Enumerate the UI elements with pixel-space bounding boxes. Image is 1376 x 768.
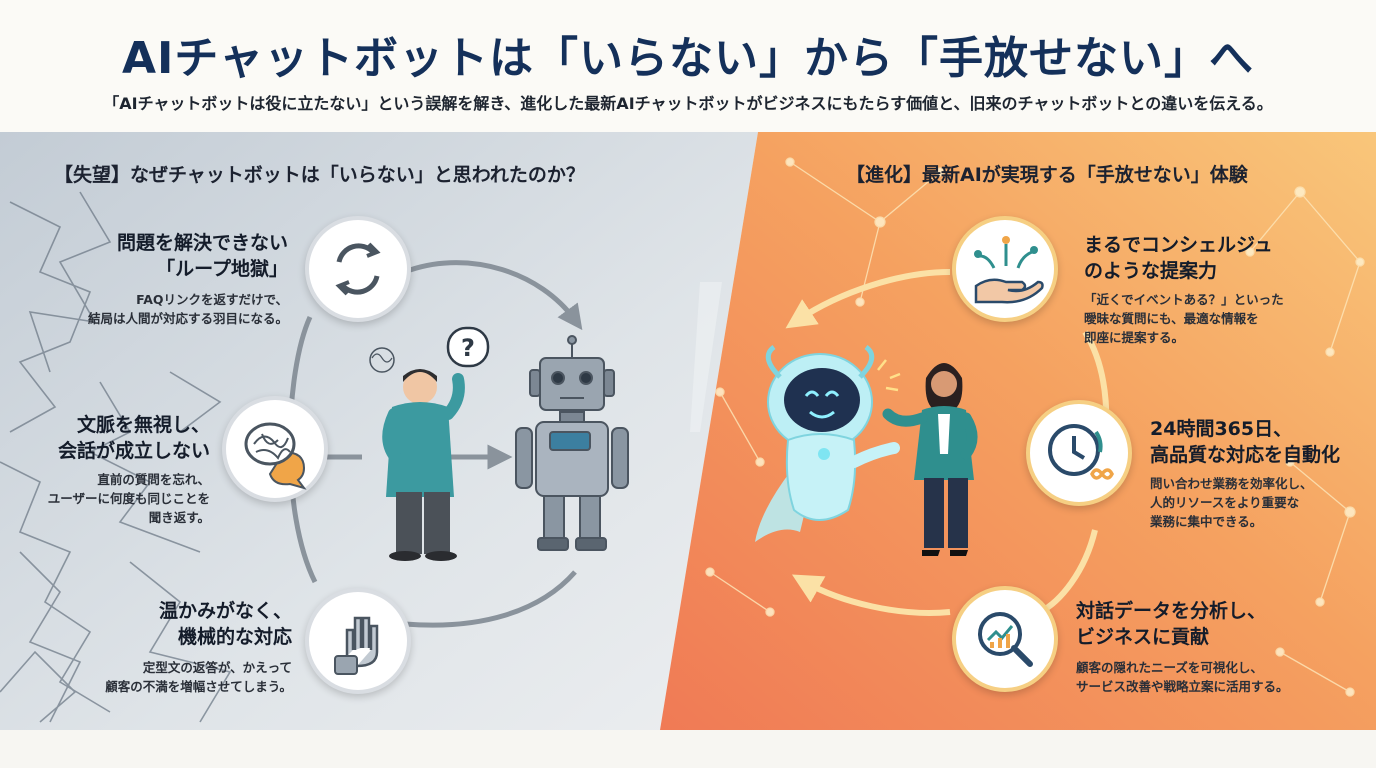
right-item-desc-3: 即座に提案する。 — [1084, 330, 1185, 345]
right-item-title-2: 高品質な対応を自動化 — [1150, 444, 1341, 466]
comparison-panels: ? — [0, 132, 1376, 730]
right-item-title-1: 24時間365日、 — [1150, 418, 1293, 440]
page-title: AIチャットボットは「いらない」から「手放せない」へ — [122, 33, 1254, 84]
confused-man-illustration: ? — [369, 326, 490, 561]
tangled-speech-icon-circle — [222, 396, 328, 502]
businesswoman-illustration — [882, 363, 978, 556]
left-item-desc-2: 結局は人間が対応する羽目になる。 — [87, 311, 288, 326]
left-item-desc-1: FAQリンクを返すだけで、 — [136, 292, 288, 307]
left-item-title-2: 「ループ地獄」 — [156, 258, 288, 280]
left-item-desc-2: ユーザーに何度も同じことを — [47, 491, 210, 506]
right-panel-heading: 【進化】最新AIが実現する「手放せない」体験 — [846, 164, 1248, 186]
right-item-analysis: 対話データを分析し、 ビジネスに貢献 顧客の隠れたニーズを可視化し、 サービス改… — [1076, 598, 1376, 696]
right-item-desc-1: 顧客の隠れたニーズを可視化し、 — [1076, 660, 1263, 675]
clock-infinity-icon-circle — [1026, 400, 1132, 506]
tangled-lines-decoration — [0, 191, 232, 723]
robot-hand-icon-circle — [305, 588, 411, 694]
right-item-desc-2: 曖昧な質問にも、最適な情報を — [1084, 311, 1259, 326]
right-item-title-1: 対話データを分析し、 — [1076, 600, 1267, 622]
right-item-desc-2: サービス改善や戦略立案に活用する。 — [1076, 679, 1289, 694]
magnifier-chart-icon-circle — [952, 586, 1058, 692]
right-item-title-2: ビジネスに貢献 — [1076, 626, 1210, 648]
network-decoration — [705, 157, 1365, 697]
right-item-desc-3: 業務に集中できる。 — [1150, 514, 1263, 529]
left-panel-heading: 【失望】なぜチャットボットは「いらない」と思われたのか？ — [54, 164, 585, 186]
svg-text:?: ? — [461, 334, 475, 362]
bottom-margin — [0, 730, 1376, 768]
hand-offering-icon-circle — [952, 216, 1058, 322]
left-item-title-1: 問題を解決できない — [116, 232, 288, 254]
left-item-title-2: 機械的な対応 — [177, 626, 292, 648]
hand-offering-icon — [974, 236, 1044, 304]
left-item-desc-1: 定型文の返答が、かえって — [142, 660, 292, 675]
left-item-cold: 温かみがなく、 機械的な対応 定型文の返答が、かえって 顧客の不満を増幅させてし… — [0, 598, 292, 696]
left-item-desc-3: 聞き返す。 — [148, 510, 210, 525]
robot-hand-icon — [334, 616, 379, 675]
loop-arrows-icon — [335, 242, 381, 296]
left-item-title-2: 会話が成立しない — [57, 440, 210, 462]
left-item-desc-1: 直前の質問を忘れ、 — [97, 472, 210, 487]
right-item-concierge: まるでコンシェルジュ のような提案力 「近くでイベントある？」といった 曖昧な質… — [1084, 232, 1376, 347]
right-panel-background — [660, 132, 1376, 730]
right-item-desc-1: 「近くでイベントある？」といった — [1084, 292, 1284, 307]
right-item-desc-1: 問い合わせ業務を効率化し、 — [1150, 476, 1313, 491]
right-item-title-1: まるでコンシェルジュ — [1084, 234, 1273, 256]
left-item-desc-2: 顧客の不満を増幅させてしまう。 — [105, 679, 292, 694]
left-item-loop: 問題を解決できない 「ループ地獄」 FAQリンクを返すだけで、 結局は人間が対応… — [0, 230, 288, 328]
page-subtitle: 「AIチャットボットは役に立たない」という誤解を解き、進化した最新AIチャットボ… — [103, 94, 1273, 113]
friendly-ai-illustration — [755, 344, 901, 542]
left-flow-ring — [287, 260, 583, 628]
magnifier-chart-icon — [978, 612, 1033, 667]
old-robot-illustration — [515, 335, 629, 551]
loop-icon-circle — [305, 216, 411, 322]
left-item-context: 文脈を無視し、 会話が成立しない 直前の質問を忘れ、 ユーザーに何度も同じことを… — [0, 412, 210, 527]
right-item-title-2: のような提案力 — [1084, 260, 1218, 282]
left-item-title-1: 温かみがなく、 — [158, 600, 292, 622]
left-item-title-1: 文脈を無視し、 — [76, 414, 210, 436]
right-item-automation: 24時間365日、 高品質な対応を自動化 問い合わせ業務を効率化し、 人的リソー… — [1150, 416, 1376, 531]
panel-backgrounds: ? — [0, 132, 1376, 730]
clock-infinity-icon — [1048, 424, 1114, 480]
tangled-speech-bubble-icon — [244, 422, 307, 490]
right-item-desc-2: 人的リソースをより重要な — [1150, 495, 1300, 510]
